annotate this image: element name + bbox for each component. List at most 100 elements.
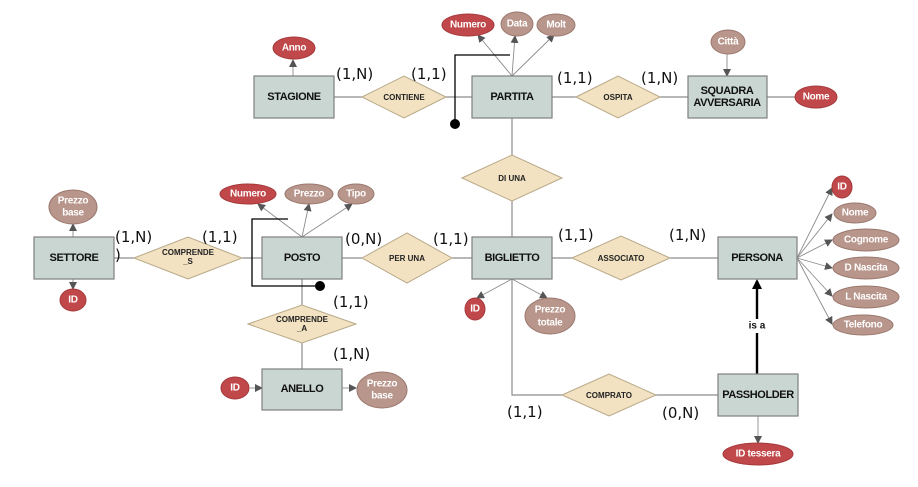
card-biglietto-associato: (1,1)	[558, 226, 594, 244]
card-settore-comprende-extra: )	[115, 246, 121, 264]
card-squadra-ospita: (1,N)	[641, 69, 678, 87]
arrow-persona-telefono	[796, 257, 833, 325]
arrow-persona-dnascita	[796, 257, 833, 270]
svg-text:Nome: Nome	[842, 208, 869, 219]
svg-text:Cognome: Cognome	[844, 235, 889, 246]
svg-text:PER UNA: PER UNA	[389, 254, 425, 263]
svg-text:Telefono: Telefono	[844, 320, 883, 331]
relationship-di-una[interactable]: DI UNA	[460, 154, 564, 202]
svg-text:PASSHOLDER: PASSHOLDER	[722, 389, 794, 401]
svg-text:CONTIENE: CONTIENE	[383, 93, 425, 102]
card-partita-ospita: (1,1)	[557, 69, 593, 87]
attribute-persona-nome[interactable]: Nome	[833, 202, 877, 224]
svg-text:totale: totale	[538, 318, 564, 329]
arrow-posto-prezzo	[301, 203, 312, 238]
line-biglietto-comprato	[511, 279, 562, 396]
entity-anello[interactable]: ANELLO	[261, 368, 343, 411]
external-id-posto	[251, 218, 320, 287]
entity-settore[interactable]: SETTORE	[33, 236, 115, 280]
svg-text:_A: _A	[296, 324, 307, 333]
relationships: CONTIENE OSPITA DI UNA COMPRENDE _S PER …	[132, 75, 672, 417]
entity-posto[interactable]: POSTO	[261, 236, 343, 280]
relationship-comprende-a[interactable]: COMPRENDE _A	[246, 304, 358, 344]
entity-passholder[interactable]: PASSHOLDER	[717, 373, 799, 417]
attribute-squadra-citta[interactable]: Città	[710, 29, 746, 55]
svg-text:PERSONA: PERSONA	[731, 252, 783, 264]
arrow-partita-molt	[511, 34, 555, 77]
svg-text:PARTITA: PARTITA	[490, 91, 534, 103]
card-posto-comprende-a: (1,1)	[333, 293, 369, 311]
svg-text:ID tessera: ID tessera	[736, 449, 782, 460]
arrow-biglietto-id	[476, 278, 513, 299]
attribute-partita-numero[interactable]: Numero	[441, 13, 495, 37]
attribute-biglietto-id[interactable]: ID	[464, 297, 486, 321]
svg-text:Molt: Molt	[546, 20, 566, 31]
svg-text:SETTORE: SETTORE	[50, 252, 99, 264]
svg-text:Numero: Numero	[230, 189, 266, 200]
card-partita-contiene: (1,1)	[411, 65, 447, 83]
card-posto-perunu: (0,N)	[345, 230, 382, 248]
svg-text:STAGIONE: STAGIONE	[267, 91, 320, 103]
attribute-posto-tipo[interactable]: Tipo	[337, 183, 375, 205]
attribute-persona-id[interactable]: ID	[831, 175, 853, 199]
attribute-passholder-id-tessera[interactable]: ID tessera	[722, 442, 794, 466]
arrow-biglietto-prezzototale	[511, 278, 548, 299]
relationship-associato[interactable]: ASSOCIATO	[570, 235, 672, 281]
relationship-per-una[interactable]: PER UNA	[360, 232, 454, 284]
cardinalities: (1,N) (1,1) (1,1) (1,N) (1,N) ) (1,1) (0…	[115, 65, 706, 422]
svg-text:COMPRENDE: COMPRENDE	[162, 248, 215, 257]
attribute-settore-prezzo-base[interactable]: Prezzo base	[48, 189, 98, 225]
arrow-persona-id	[796, 187, 833, 259]
isa-label: is a	[749, 321, 766, 332]
svg-text:ASSOCIATO: ASSOCIATO	[598, 254, 645, 263]
attribute-persona-d-nascita[interactable]: D Nascita	[832, 256, 900, 280]
arrow-partita-data	[510, 35, 519, 77]
relationship-contiene[interactable]: CONTIENE	[360, 75, 448, 119]
external-id-dot-posto	[315, 281, 325, 291]
attribute-posto-numero[interactable]: Numero	[219, 183, 277, 205]
card-posto-comprende: (1,1)	[202, 228, 238, 246]
relationship-ospita[interactable]: OSPITA	[574, 75, 662, 119]
entity-stagione[interactable]: STAGIONE	[253, 75, 335, 119]
entity-persona[interactable]: PERSONA	[717, 236, 798, 280]
attribute-partita-data[interactable]: Data	[500, 11, 534, 37]
svg-text:D Nascita: D Nascita	[845, 263, 889, 274]
svg-text:base: base	[62, 208, 84, 219]
attribute-biglietto-prezzo-totale[interactable]: Prezzo totale	[524, 297, 576, 335]
svg-text:Anno: Anno	[282, 43, 307, 54]
attribute-persona-l-nascita[interactable]: L Nascita	[832, 285, 900, 309]
svg-text:ID: ID	[470, 304, 479, 315]
entity-squadra-avversaria[interactable]: SQUADRA AVVERSARIA	[687, 75, 768, 119]
relationship-comprende-s[interactable]: COMPRENDE _S	[132, 236, 244, 280]
attribute-settore-id[interactable]: ID	[59, 288, 87, 312]
attribute-anello-id[interactable]: ID	[220, 376, 250, 400]
svg-text:ID: ID	[837, 182, 846, 193]
attribute-persona-cognome[interactable]: Cognome	[832, 228, 900, 252]
attribute-squadra-nome[interactable]: Nome	[794, 85, 838, 109]
arrow-persona-lnascita	[796, 257, 833, 297]
attribute-stagione-anno[interactable]: Anno	[272, 36, 316, 60]
arrow-posto-numero	[257, 203, 303, 238]
svg-text:AVVERSARIA: AVVERSARIA	[693, 97, 761, 109]
attribute-persona-telefono[interactable]: Telefono	[832, 314, 894, 336]
svg-text:BIGLIETTO: BIGLIETTO	[485, 252, 541, 264]
entity-biglietto[interactable]: BIGLIETTO	[471, 236, 553, 280]
external-id-dot-partita	[450, 119, 460, 129]
card-passholder-comprato: (0,N)	[662, 404, 699, 422]
attribute-anello-prezzo-base[interactable]: Prezzo base	[356, 371, 408, 409]
arrow-persona-cognome	[796, 239, 833, 259]
svg-text:ANELLO: ANELLO	[281, 383, 325, 395]
entity-partita[interactable]: PARTITA	[471, 75, 553, 119]
svg-text:Tipo: Tipo	[346, 189, 366, 200]
relationship-comprato[interactable]: COMPRATO	[560, 373, 658, 417]
attribute-partita-molt[interactable]: Molt	[536, 13, 576, 37]
svg-text:Città: Città	[718, 37, 739, 48]
card-anello-comprende-a: (1,N)	[333, 345, 370, 363]
attributes: Anno Numero Data Molt Città Nome Prezzo …	[48, 11, 900, 466]
svg-text:SQUADRA: SQUADRA	[701, 85, 754, 97]
isa-label-bg	[745, 319, 769, 333]
svg-text:OSPITA: OSPITA	[603, 93, 632, 102]
attribute-posto-prezzo[interactable]: Prezzo	[284, 183, 334, 205]
